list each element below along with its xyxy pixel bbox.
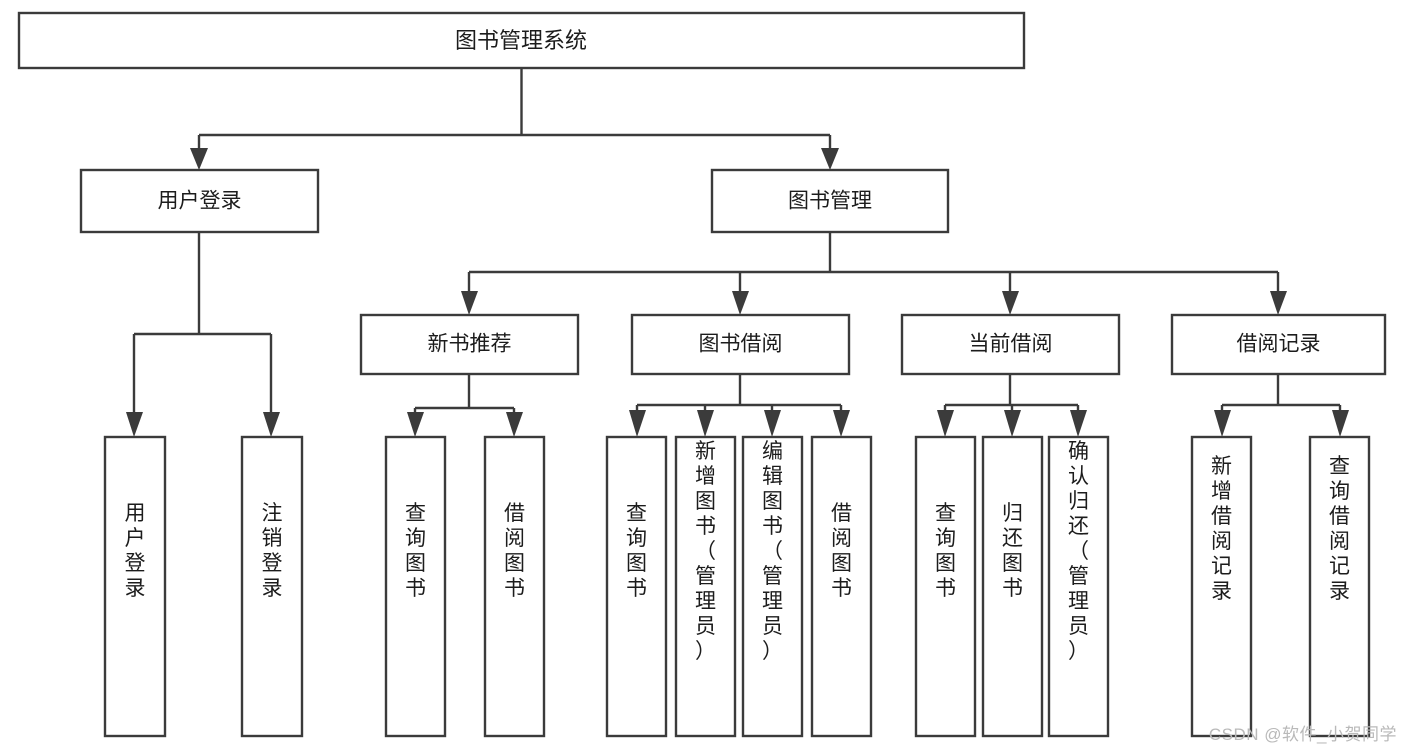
node-label-leaf-add-book: 新增图书（管理员） (695, 440, 716, 663)
node-leaf-borrow-book-1[interactable]: 借阅图书 (483, 435, 546, 738)
node-leaf-user-login[interactable]: 用户登录 (103, 435, 167, 738)
arrow-icon-leaf-query-book-3 (937, 410, 954, 437)
arrow-icon-book-borrow (732, 291, 749, 315)
node-label-leaf-add-record: 新增借阅记录 (1211, 455, 1232, 603)
node-label-leaf-borrow-book-2: 借阅图书 (831, 502, 852, 600)
node-user-login[interactable]: 用户登录 (79, 168, 320, 234)
arrow-icon-leaf-return-book (1004, 410, 1021, 437)
connector-group (126, 68, 1349, 437)
node-label-leaf-query-record: 查询借阅记录 (1329, 455, 1350, 603)
node-book-manage[interactable]: 图书管理 (710, 168, 950, 234)
node-new-book-recommend[interactable]: 新书推荐 (359, 313, 580, 376)
node-leaf-borrow-book-2[interactable]: 借阅图书 (810, 435, 873, 738)
node-leaf-confirm-return[interactable]: 确认归还（管理员） (1047, 435, 1110, 738)
arrow-icon-book-manage (821, 148, 839, 170)
node-leaf-add-book[interactable]: 新增图书（管理员） (674, 435, 737, 738)
arrow-icon-leaf-query-record (1332, 410, 1349, 437)
node-label-leaf-edit-book: 编辑图书（管理员） (762, 440, 783, 663)
node-label-leaf-query-book-2: 查询图书 (626, 502, 647, 600)
csdn-watermark: CSDN @软件_小贺同学 (1208, 725, 1397, 744)
arrow-icon-leaf-confirm-return (1070, 410, 1087, 437)
arrow-icon-new-book (461, 291, 478, 315)
node-label-current-borrow: 当前借阅 (969, 333, 1053, 356)
arrow-icon-leaf-query-book-2 (629, 410, 646, 437)
node-leaf-query-book-1[interactable]: 查询图书 (384, 435, 447, 738)
node-current-borrow[interactable]: 当前借阅 (900, 313, 1121, 376)
node-leaf-logout-login[interactable]: 注销登录 (240, 435, 304, 738)
node-label-book-manage: 图书管理 (788, 190, 872, 213)
node-label-user-login: 用户登录 (158, 190, 242, 213)
arrow-icon-leaf-add-book (697, 410, 714, 437)
arrow-icon-leaf-edit-book (764, 410, 781, 437)
arrow-icon-user-login (190, 148, 208, 170)
node-root-system[interactable]: 图书管理系统 (17, 11, 1026, 70)
arrow-icon-leaf-logout-login (263, 412, 280, 437)
node-leaf-edit-book[interactable]: 编辑图书（管理员） (741, 435, 804, 738)
node-label-leaf-logout-login: 注销登录 (262, 502, 283, 600)
node-label-leaf-query-book-3: 查询图书 (935, 502, 956, 600)
arrow-icon-borrow-record (1270, 291, 1287, 315)
arrow-icon-current-borrow (1002, 291, 1019, 315)
arrow-icon-leaf-borrow-book-1 (506, 412, 523, 437)
node-label-leaf-query-book-1: 查询图书 (405, 502, 426, 600)
node-label-new-book-recommend: 新书推荐 (428, 333, 512, 356)
node-book-borrow[interactable]: 图书借阅 (630, 313, 851, 376)
node-leaf-query-book-2[interactable]: 查询图书 (605, 435, 668, 738)
node-label-root: 图书管理系统 (455, 28, 587, 53)
node-label-borrow-record: 借阅记录 (1237, 333, 1321, 356)
node-label-leaf-return-book: 归还图书 (1002, 502, 1023, 600)
node-label-leaf-user-login: 用户登录 (125, 502, 146, 600)
arrow-icon-leaf-user-login (126, 412, 143, 437)
node-leaf-return-book[interactable]: 归还图书 (981, 435, 1044, 738)
node-leaf-query-book-3[interactable]: 查询图书 (914, 435, 977, 738)
arrow-icon-leaf-query-book-1 (407, 412, 424, 437)
arrow-icon-leaf-add-record (1214, 410, 1231, 437)
node-borrow-record[interactable]: 借阅记录 (1170, 313, 1387, 376)
node-label-leaf-confirm-return: 确认归还（管理员） (1068, 440, 1089, 663)
arrow-icon-leaf-borrow-book-2 (833, 410, 850, 437)
node-label-leaf-borrow-book-1: 借阅图书 (504, 502, 525, 600)
node-label-book-borrow: 图书借阅 (699, 333, 783, 356)
node-leaf-query-record[interactable]: 查询借阅记录 (1308, 435, 1371, 738)
node-leaf-add-record[interactable]: 新增借阅记录 (1190, 435, 1253, 738)
